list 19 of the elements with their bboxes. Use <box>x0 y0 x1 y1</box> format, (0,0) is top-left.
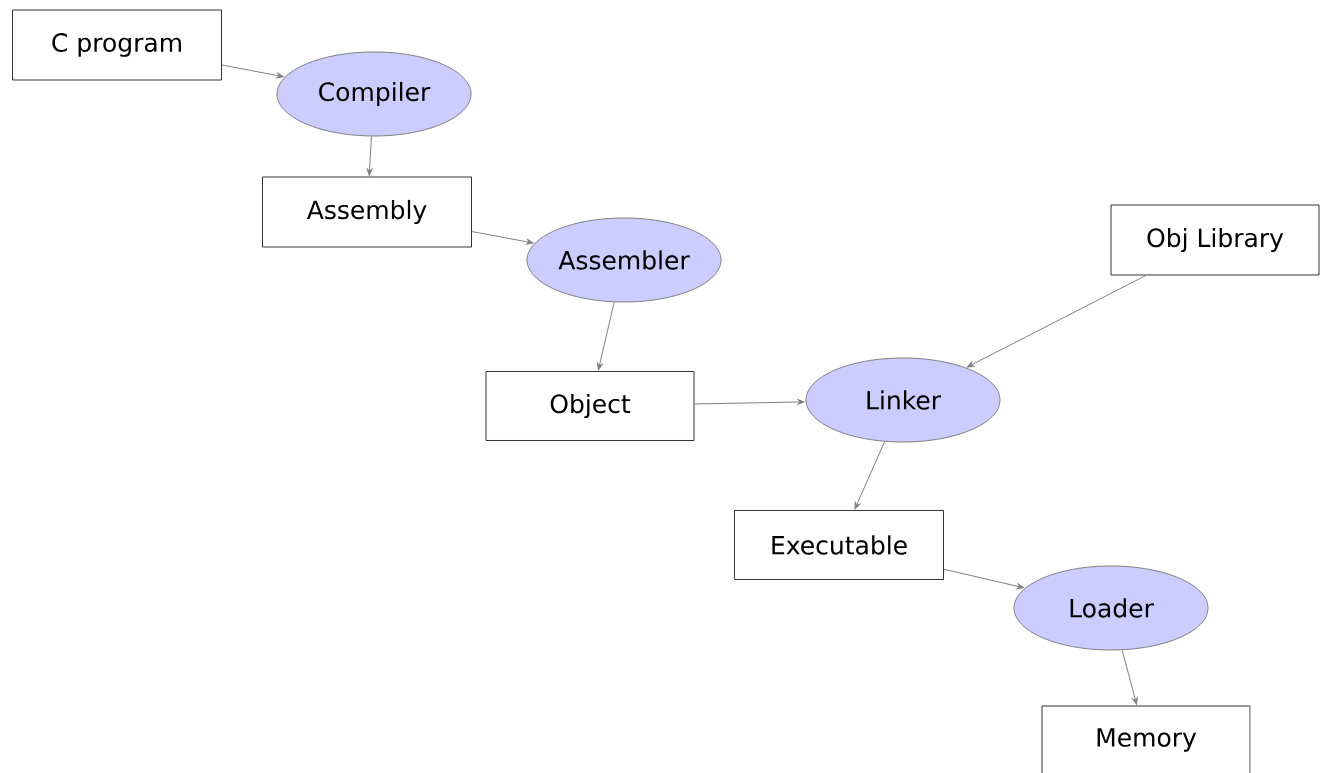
arrow <box>1121 649 1138 705</box>
file-box: Memory <box>1041 705 1251 773</box>
process-oval: Linker <box>805 357 1001 443</box>
file-box: Object <box>485 371 695 441</box>
arrow <box>221 64 284 79</box>
arrow <box>966 274 1147 368</box>
arrow <box>693 399 805 405</box>
process-oval: Compiler <box>276 51 472 137</box>
arrow <box>597 301 615 371</box>
arrow <box>366 135 373 176</box>
file-box: Obj Library <box>1110 204 1320 276</box>
arrow <box>943 568 1025 590</box>
arrow <box>471 231 534 245</box>
file-box: Executable <box>734 510 944 580</box>
arrow <box>854 441 886 510</box>
process-oval: Assembler <box>526 217 722 303</box>
process-oval: Loader <box>1013 565 1209 651</box>
file-box: Assembly <box>262 176 472 248</box>
file-box: C program <box>12 9 222 81</box>
